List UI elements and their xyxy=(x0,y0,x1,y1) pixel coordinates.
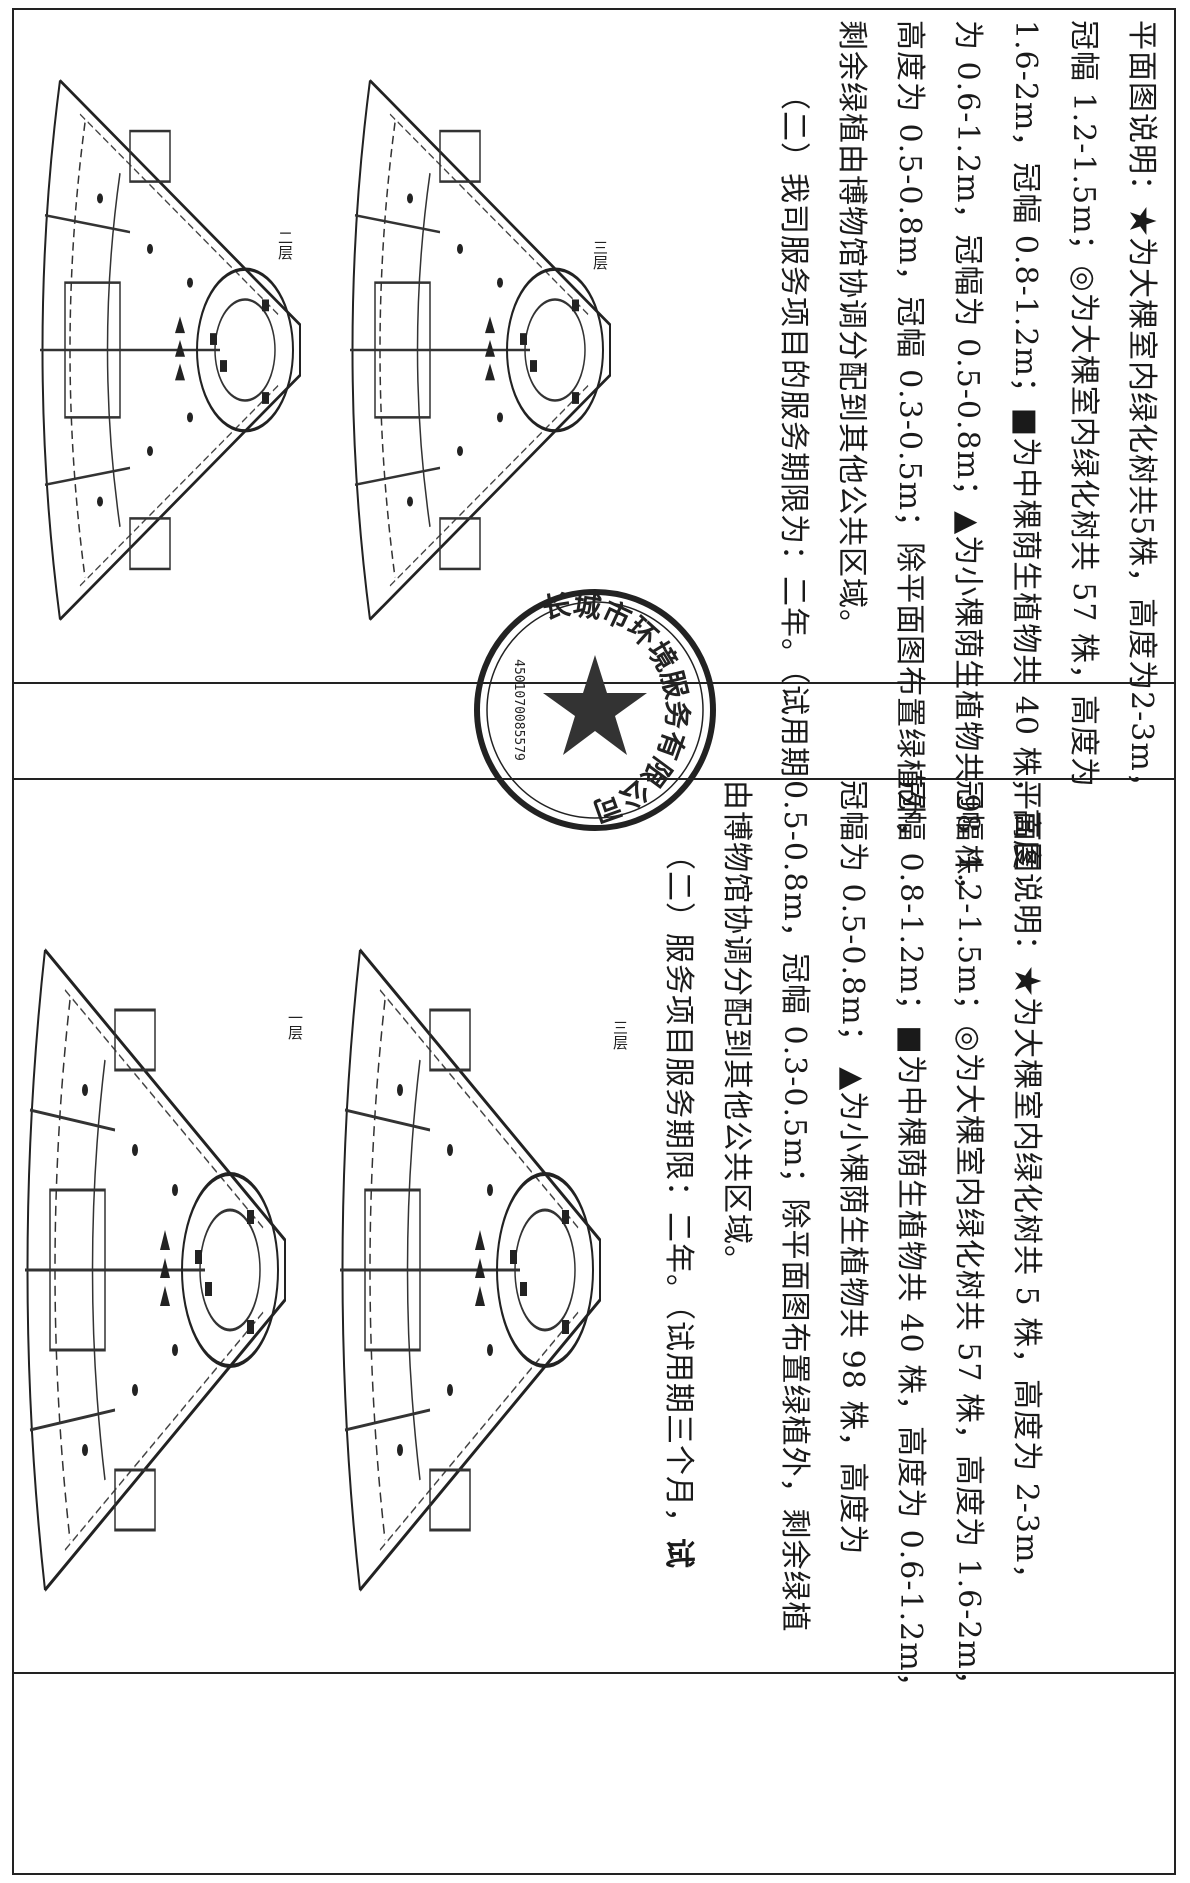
text-line: 冠幅 1.2-1.5m；◎为大棵室内绿化树共 57 株，高度为 1.6-2m， xyxy=(951,780,986,1701)
floor-label: 一层 xyxy=(286,1010,304,1040)
floor-label: 三层 xyxy=(591,240,609,270)
text-line: 为 0.6-1.2m，冠幅为 0.5-0.8m；▲为小棵荫生植物共 98 株， xyxy=(950,20,985,907)
svg-text:4501070085579: 4501070085579 xyxy=(511,659,526,761)
divider-middle xyxy=(12,778,1176,780)
text-line: 冠幅 0.8-1.2m；■为中棵荫生植物共 40 株，高度为 0.6-1.2m， xyxy=(893,780,928,1703)
text-line: 冠幅 1.2-1.5m；◎为大棵室内绿化树共 57 株，高度为 xyxy=(1066,20,1101,788)
company-seal: 长城市环境服务有限公司 4501070085579 xyxy=(470,585,720,835)
service-term-line: （二）服务项目服务期限：二年。（试用期三个月，试 xyxy=(649,780,707,1703)
floor-plan-lower-top xyxy=(25,890,325,1650)
upper-plan-description: 平面图说明：★为大棵室内绿化树共5株，高度为2-3m， 冠幅 1.2-1.5m；… xyxy=(764,20,1170,906)
text-line: 剩余绿植由博物馆协调分配到其他公共区域。 xyxy=(834,20,869,640)
text-line: 冠幅为 0.5-0.8m； ▲为小棵荫生植物共 98 株，高度为 xyxy=(835,780,870,1556)
lower-plan-description: 平面图说明：★为大棵室内绿化树共 5 株，高度为 2-3m， 冠幅 1.2-1.… xyxy=(649,780,1055,1703)
service-term-bold: 试 xyxy=(661,1538,696,1569)
text-line: 高度为 0.5-0.8m，冠幅 0.3-0.5m；除平面图布置绿植外， xyxy=(892,20,927,853)
floor-plan-upper-top xyxy=(40,30,340,670)
floor-plan-lower-bottom xyxy=(340,890,640,1650)
text-line: 由博物馆协调分配到其他公共区域。 xyxy=(719,780,754,1276)
text-line: 平面图说明：★为大棵室内绿化树共5株，高度为2-3m， xyxy=(1124,20,1159,803)
divider-lower xyxy=(12,1672,1176,1674)
text-line: 0.5-0.8m，冠幅 0.3-0.5m；除平面图布置绿植外，剩余绿植 xyxy=(777,780,812,1633)
floor-label: 三层 xyxy=(611,1020,629,1050)
text-line: 1.6-2m，冠幅 0.8-1.2m；■为中棵荫生植物共 40 株，高度 xyxy=(1008,20,1043,871)
page-border xyxy=(12,8,1176,1875)
service-term-line: （二）我司服务项目的服务期限为：二年。（试用期 xyxy=(776,80,811,778)
text-line: 平面图说明：★为大棵室内绿化树共 5 株，高度为 2-3m， xyxy=(1009,780,1044,1595)
floor-label: 二层 xyxy=(276,230,294,260)
floor-plan-upper-bottom xyxy=(350,30,650,670)
service-term-text: （二）服务项目服务期限：二年。（试用期三个月， xyxy=(661,840,696,1538)
